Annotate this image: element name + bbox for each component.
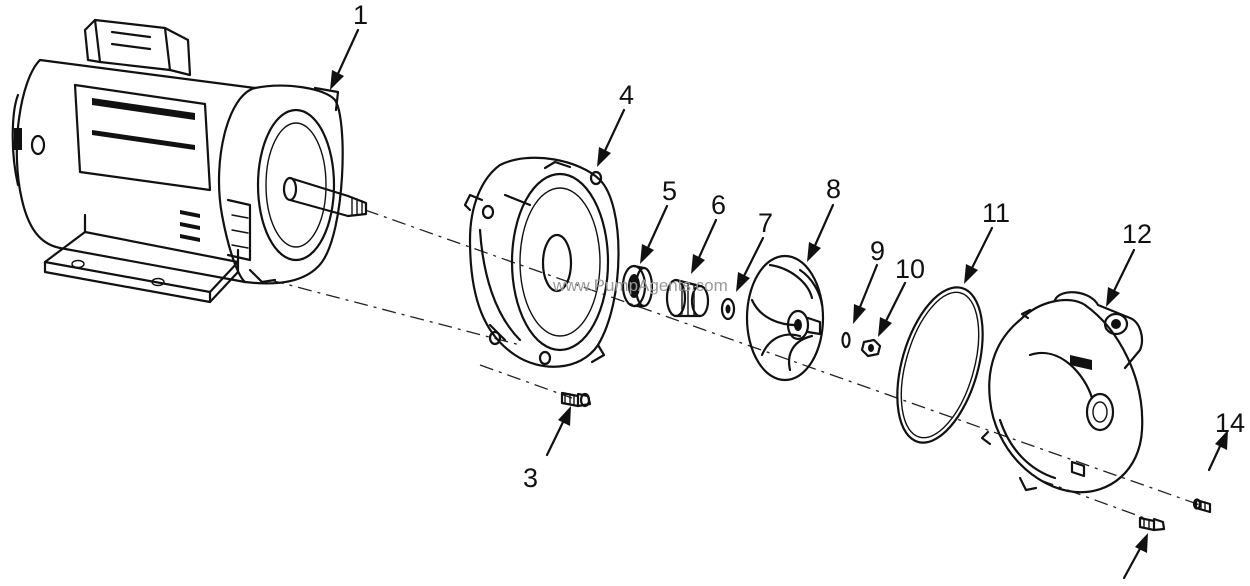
callout-label-10: 10 xyxy=(895,254,925,284)
callout-label-7: 7 xyxy=(758,208,773,238)
callout-label-9: 9 xyxy=(870,236,885,266)
pump-casing xyxy=(980,291,1144,494)
callout-label-11: 11 xyxy=(982,198,1010,228)
callout-arrows xyxy=(330,28,1228,580)
callout-label-12: 12 xyxy=(1122,219,1152,249)
callout-label-6: 6 xyxy=(711,190,726,220)
assembly-axes xyxy=(269,209,1201,521)
callout-labels: 1 3 4 5 6 7 8 9 10 11 12 14 xyxy=(353,0,1245,493)
impeller-screw xyxy=(860,338,882,358)
o-ring-small xyxy=(841,331,851,349)
washer xyxy=(720,297,736,321)
motor xyxy=(11,18,368,304)
callout-label-8: 8 xyxy=(826,174,841,204)
shaft-seal xyxy=(665,278,710,318)
impeller xyxy=(745,254,825,382)
callout-label-4: 4 xyxy=(619,80,634,110)
casing-bolt xyxy=(1138,516,1166,532)
drain-plug xyxy=(1192,498,1212,514)
casing-o-ring xyxy=(896,286,984,444)
adapter-bolt xyxy=(560,391,592,408)
watermark-text: www.PumpAgents.com xyxy=(552,276,728,295)
callout-label-3: 3 xyxy=(523,463,538,493)
callout-label-1: 1 xyxy=(353,0,368,30)
callout-label-5: 5 xyxy=(662,176,677,206)
seal-seat xyxy=(621,264,654,308)
seal-plate xyxy=(463,156,620,368)
callout-label-14: 14 xyxy=(1215,408,1245,438)
